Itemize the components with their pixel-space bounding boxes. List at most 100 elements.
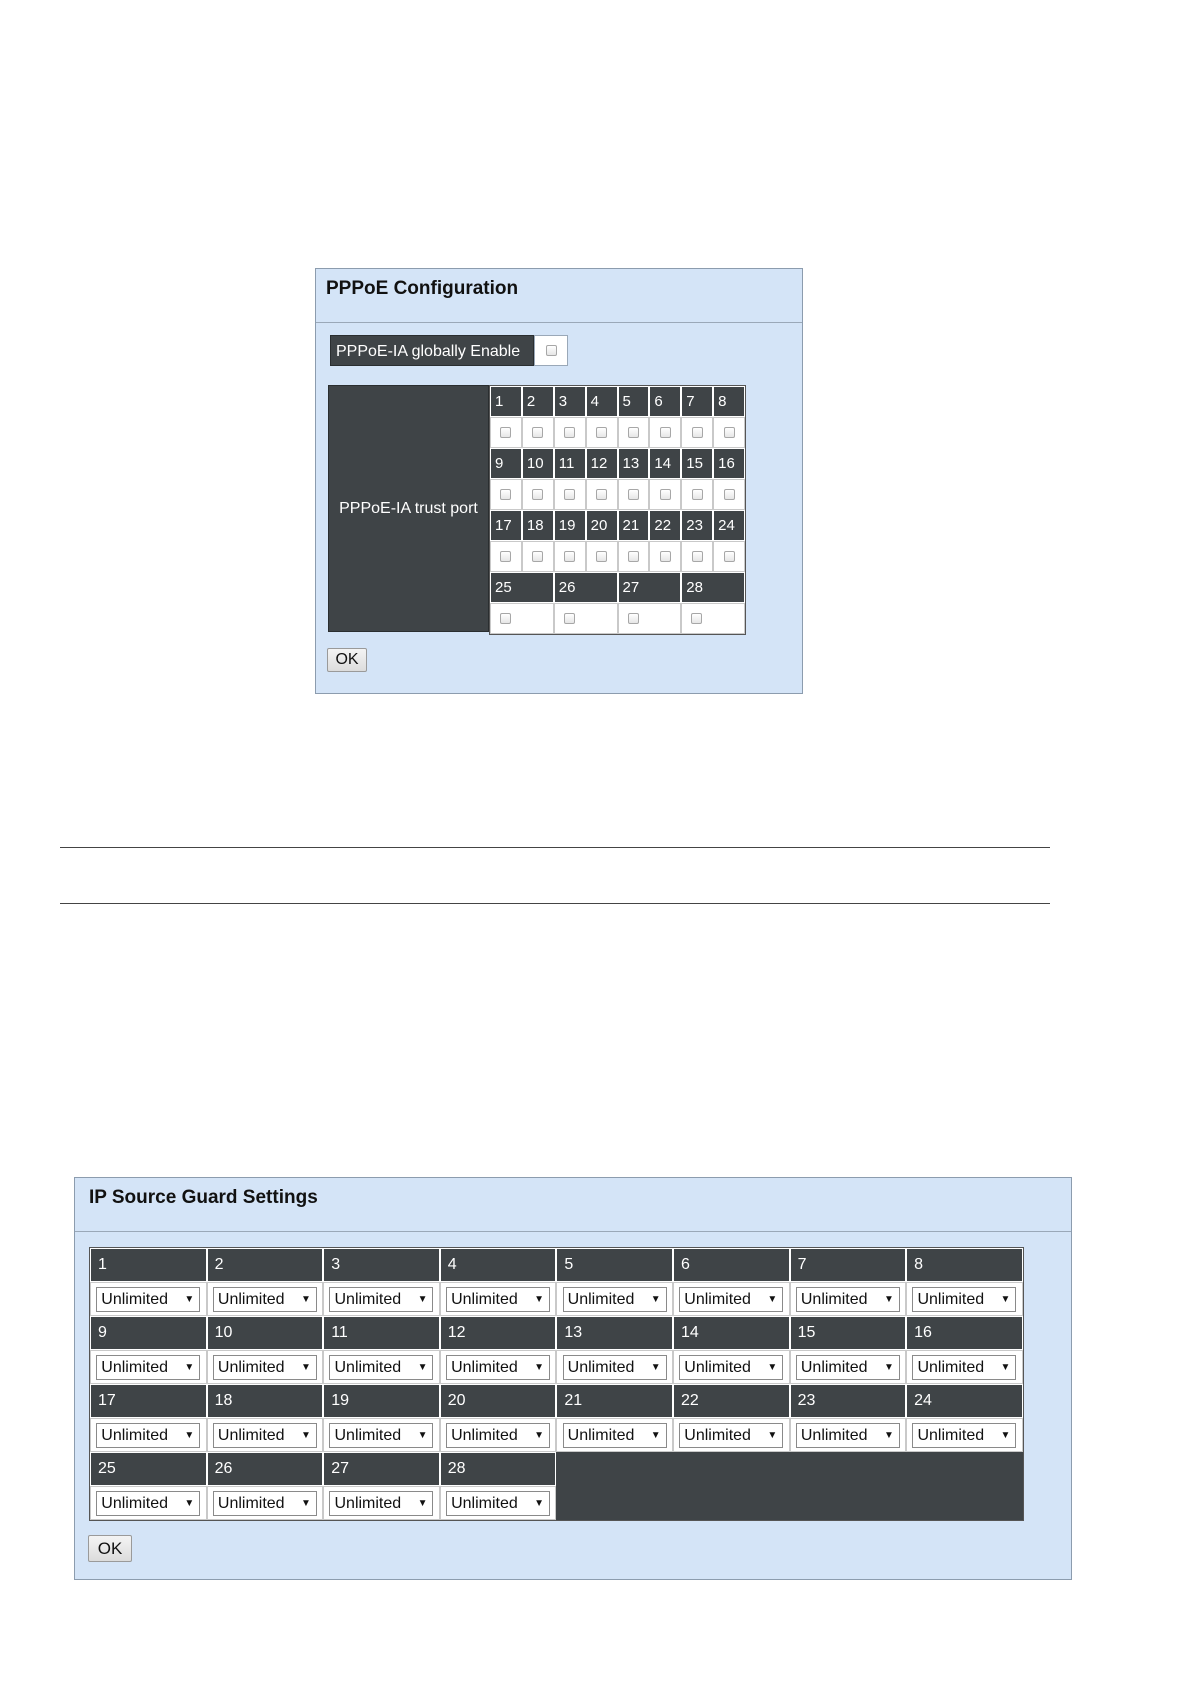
ipsg-max-binding-select[interactable]: Unlimited▼ — [795, 1354, 900, 1380]
ipsg-port-label: 22 — [672, 1384, 790, 1418]
pppoe-trust-port-checkbox[interactable] — [627, 551, 639, 562]
dropdown-arrow-icon: ▼ — [184, 1293, 195, 1305]
pppoe-trust-port-checkbox[interactable] — [500, 427, 512, 438]
ipsg-max-binding-select[interactable]: Unlimited▼ — [212, 1490, 317, 1516]
pppoe-port-checkbox-cell — [713, 417, 745, 448]
ipsg-port-select-cell: Unlimited▼ — [323, 1350, 440, 1384]
ipsg-max-binding-select[interactable]: Unlimited▼ — [446, 1422, 551, 1448]
ipsg-port-select-cell: Unlimited▼ — [439, 1282, 557, 1316]
ipsg-max-binding-select[interactable]: Unlimited▼ — [212, 1286, 317, 1312]
pppoe-trust-port-checkbox[interactable] — [659, 551, 671, 562]
pppoe-trust-port-checkbox[interactable] — [627, 489, 639, 500]
ipsg-max-binding-select[interactable]: Unlimited▼ — [679, 1286, 784, 1312]
ipsg-port-label: 5 — [556, 1248, 673, 1282]
ipsg-max-binding-select[interactable]: Unlimited▼ — [96, 1286, 201, 1312]
ipsg-port-select-row: Unlimited▼Unlimited▼Unlimited▼Unlimited▼… — [90, 1350, 1023, 1384]
ipsg-max-binding-select[interactable]: Unlimited▼ — [679, 1422, 784, 1448]
ipsg-empty-cell — [789, 1452, 907, 1486]
pppoe-port-checkbox-cell — [681, 417, 714, 448]
ipsg-max-binding-select[interactable]: Unlimited▼ — [96, 1490, 201, 1516]
dropdown-arrow-icon: ▼ — [767, 1429, 778, 1441]
pppoe-port-label: 5 — [617, 386, 650, 417]
pppoe-trust-port-checkbox[interactable] — [500, 489, 512, 500]
pppoe-port-checkbox-cell — [713, 541, 745, 572]
pppoe-trust-port-checkbox[interactable] — [723, 489, 735, 500]
pppoe-trust-port-checkbox[interactable] — [691, 551, 703, 562]
ipsg-max-binding-select[interactable]: Unlimited▼ — [446, 1354, 551, 1380]
pppoe-trust-port-checkbox[interactable] — [596, 489, 608, 500]
pppoe-global-enable-checkbox[interactable] — [545, 345, 557, 356]
ipsg-max-binding-select[interactable]: Unlimited▼ — [329, 1490, 434, 1516]
ipsg-max-binding-select[interactable]: Unlimited▼ — [212, 1354, 317, 1380]
pppoe-trust-port-checkbox[interactable] — [659, 427, 671, 438]
pppoe-trust-port-checkbox[interactable] — [564, 427, 576, 438]
ipsg-max-binding-select[interactable]: Unlimited▼ — [562, 1286, 667, 1312]
pppoe-trust-port-checkbox[interactable] — [596, 551, 608, 562]
pppoe-ok-button[interactable]: OK — [327, 648, 367, 672]
ipsg-port-label: 7 — [789, 1248, 907, 1282]
dropdown-arrow-icon: ▼ — [417, 1429, 428, 1441]
ipsg-select-value: Unlimited — [334, 1290, 402, 1308]
pppoe-port-checkbox-cell — [649, 479, 682, 510]
ipsg-select-value: Unlimited — [217, 1358, 285, 1376]
pppoe-trust-port-checkbox[interactable] — [723, 551, 735, 562]
ipsg-port-label: 20 — [439, 1384, 557, 1418]
ipsg-max-binding-select[interactable]: Unlimited▼ — [679, 1354, 784, 1380]
pppoe-trust-port-checkbox[interactable] — [596, 427, 608, 438]
ipsg-max-binding-select[interactable]: Unlimited▼ — [912, 1422, 1017, 1448]
ipsg-port-select-cell: Unlimited▼ — [906, 1418, 1023, 1452]
ip-source-guard-title-divider — [75, 1231, 1071, 1232]
dropdown-arrow-icon: ▼ — [300, 1293, 311, 1305]
dropdown-arrow-icon: ▼ — [534, 1497, 545, 1509]
ipsg-max-binding-select[interactable]: Unlimited ▼ — [329, 1422, 434, 1448]
pppoe-port-checkbox-cell — [553, 541, 586, 572]
pppoe-trust-port-checkbox[interactable] — [723, 427, 735, 438]
pppoe-title: PPPoE Configuration — [326, 278, 519, 299]
pppoe-trust-port-checkbox[interactable] — [564, 489, 576, 500]
ipsg-select-value: Unlimited — [334, 1426, 402, 1444]
pppoe-port-checkbox-cell — [617, 417, 650, 448]
ipsg-max-binding-select[interactable]: Unlimited▼ — [329, 1286, 434, 1312]
ipsg-max-binding-select[interactable]: Unlimited▼ — [96, 1354, 201, 1380]
ipsg-empty-cell — [672, 1486, 790, 1520]
ipsg-max-binding-select[interactable]: Unlimited▼ — [912, 1286, 1017, 1312]
ipsg-max-binding-select[interactable]: Unlimited▼ — [795, 1422, 900, 1448]
pppoe-trust-port-checkbox[interactable] — [532, 489, 544, 500]
ipsg-port-label: 15 — [789, 1316, 907, 1350]
ipsg-max-binding-select[interactable]: Unlimited▼ — [329, 1354, 434, 1380]
pppoe-trust-port-checkbox[interactable] — [563, 613, 575, 624]
ipsg-max-binding-select[interactable]: Unlimited▼ — [212, 1422, 317, 1448]
ipsg-max-binding-select[interactable]: Unlimited▼ — [96, 1422, 201, 1448]
pppoe-global-enable-label: PPPoE-IA globally Enable — [330, 335, 534, 366]
pppoe-port-checkbox-cell — [713, 479, 745, 510]
pppoe-trust-port-checkbox[interactable] — [500, 613, 511, 624]
ipsg-port-select-cell: Unlimited▼ — [90, 1350, 207, 1384]
pppoe-trust-port-checkbox[interactable] — [532, 427, 544, 438]
ipsg-max-binding-select[interactable]: Unlimited▼ — [562, 1422, 667, 1448]
pppoe-trust-port-checkbox[interactable] — [691, 489, 703, 500]
ipsg-port-label: 2 — [206, 1248, 324, 1282]
ip-source-guard-ok-button[interactable]: OK — [88, 1535, 132, 1562]
pppoe-trust-port-checkbox[interactable] — [691, 613, 703, 624]
pppoe-trust-port-checkbox[interactable] — [659, 489, 671, 500]
pppoe-trust-port-checkbox[interactable] — [564, 551, 576, 562]
pppoe-trust-port-checkbox[interactable] — [500, 551, 512, 562]
pppoe-trust-port-checkbox[interactable] — [532, 551, 544, 562]
dropdown-arrow-icon: ▼ — [534, 1361, 545, 1373]
ipsg-port-select-cell: Unlimited▼ — [206, 1486, 324, 1520]
ipsg-select-value: Unlimited — [917, 1358, 985, 1376]
section-divider-bottom — [60, 903, 1050, 904]
ipsg-max-binding-select[interactable]: Unlimited▼ — [795, 1286, 900, 1312]
pppoe-trust-port-checkbox[interactable] — [627, 613, 639, 624]
ipsg-port-select-cell: Unlimited▼ — [206, 1350, 324, 1384]
ipsg-port-label: 8 — [906, 1248, 1023, 1282]
pppoe-trust-port-checkbox[interactable] — [691, 427, 703, 438]
pppoe-trust-port-checkbox[interactable] — [627, 427, 639, 438]
ipsg-max-binding-select[interactable]: Unlimited▼ — [562, 1354, 667, 1380]
ipsg-max-binding-select[interactable]: Unlimited▼ — [912, 1354, 1017, 1380]
ipsg-max-binding-select[interactable]: Unlimited▼ — [446, 1286, 551, 1312]
ipsg-max-binding-select[interactable]: Unlimited▼ — [446, 1490, 551, 1516]
pppoe-port-label: 11 — [553, 448, 586, 479]
ipsg-port-label: 14 — [672, 1316, 790, 1350]
